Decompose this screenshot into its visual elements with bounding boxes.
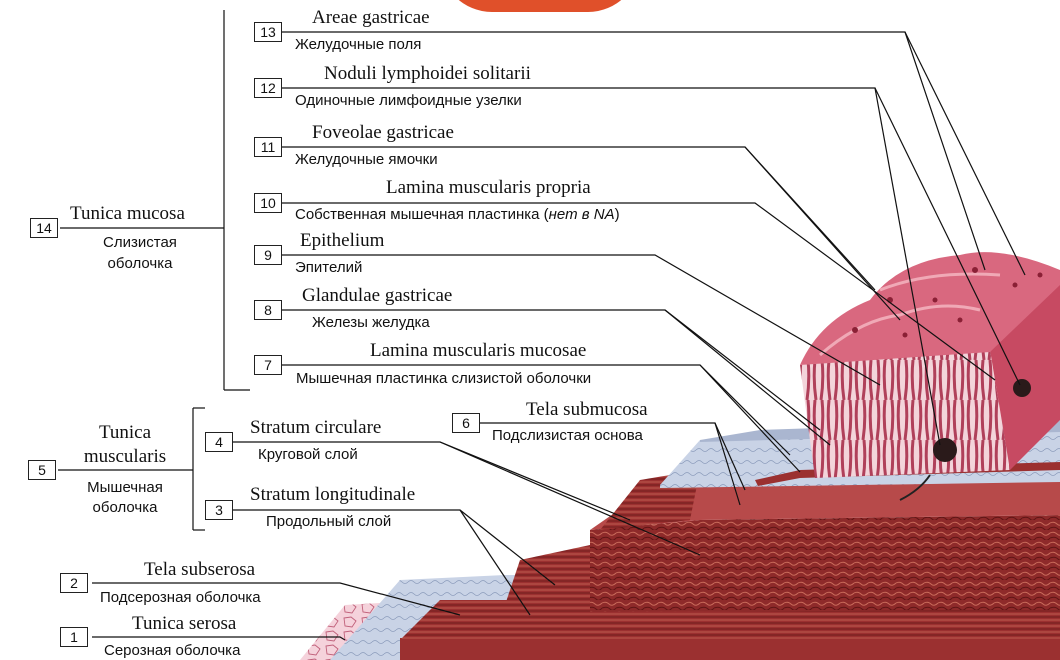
label-7-ru: Мышечная пластинка слизистой оболочки xyxy=(296,371,591,386)
label-2-number: 2 xyxy=(60,573,88,593)
label-3-ru: Продольный слой xyxy=(266,514,391,529)
label-13-latin: Areae gastricae xyxy=(312,8,430,27)
label-8-latin: Glandulae gastricae xyxy=(302,286,452,305)
label-6-latin: Tela submucosa xyxy=(526,400,648,419)
label-10-ru: Собственная мышечная пластинка (нет в NA… xyxy=(295,207,620,222)
label-4-ru: Круговой слой xyxy=(258,447,358,462)
label-10-number: 10 xyxy=(254,193,282,213)
group-5-number: 5 xyxy=(28,460,56,480)
group-5-ru-line1: Мышечная xyxy=(60,480,190,495)
label-3-latin: Stratum longitudinale xyxy=(250,485,415,504)
group-14-ru-line1: Слизистая xyxy=(80,235,200,250)
label-7-number: 7 xyxy=(254,355,282,375)
group-5-latin-line1: Tunica xyxy=(60,423,190,442)
label-4-number: 4 xyxy=(205,432,233,452)
group-14-ru-line2: оболочка xyxy=(80,256,200,271)
label-6-ru: Подслизистая основа xyxy=(492,428,643,443)
label-10-ru-main: Собственная мышечная пластинка ( xyxy=(295,206,549,223)
label-8-ru: Железы желудка xyxy=(312,315,430,330)
label-10-ru-note: нет в NA xyxy=(549,206,615,223)
label-9-ru: Эпителий xyxy=(295,260,362,275)
label-3-number: 3 xyxy=(205,500,233,520)
label-11-ru: Желудочные ямочки xyxy=(295,152,438,167)
label-4-latin: Stratum circulare xyxy=(250,418,381,437)
label-10-latin: Lamina muscularis propria xyxy=(386,178,591,197)
group-14-number: 14 xyxy=(30,218,58,238)
label-13-ru: Желудочные поля xyxy=(295,37,421,52)
label-1-number: 1 xyxy=(60,627,88,647)
label-1-ru: Серозная оболочка xyxy=(104,643,240,658)
label-7-latin: Lamina muscularis mucosae xyxy=(370,341,586,360)
group-14-latin: Tunica mucosa xyxy=(70,204,185,223)
label-2-ru: Подсерозная оболочка xyxy=(100,590,261,605)
label-12-ru: Одиночные лимфоидные узелки xyxy=(295,93,522,108)
label-9-latin: Epithelium xyxy=(300,231,384,250)
label-12-latin: Noduli lymphoidei solitarii xyxy=(324,64,531,83)
label-10-ru-end: ) xyxy=(615,206,620,223)
label-2-latin: Tela subserosa xyxy=(144,560,255,579)
label-1-latin: Tunica serosa xyxy=(132,614,236,633)
label-11-latin: Foveolae gastricae xyxy=(312,123,454,142)
label-11-number: 11 xyxy=(254,137,282,157)
group-5-ru-line2: оболочка xyxy=(60,500,190,515)
label-8-number: 8 xyxy=(254,300,282,320)
label-6-number: 6 xyxy=(452,413,480,433)
group-5-latin-line2: muscularis xyxy=(60,447,190,466)
label-13-number: 13 xyxy=(254,22,282,42)
label-9-number: 9 xyxy=(254,245,282,265)
label-12-number: 12 xyxy=(254,78,282,98)
